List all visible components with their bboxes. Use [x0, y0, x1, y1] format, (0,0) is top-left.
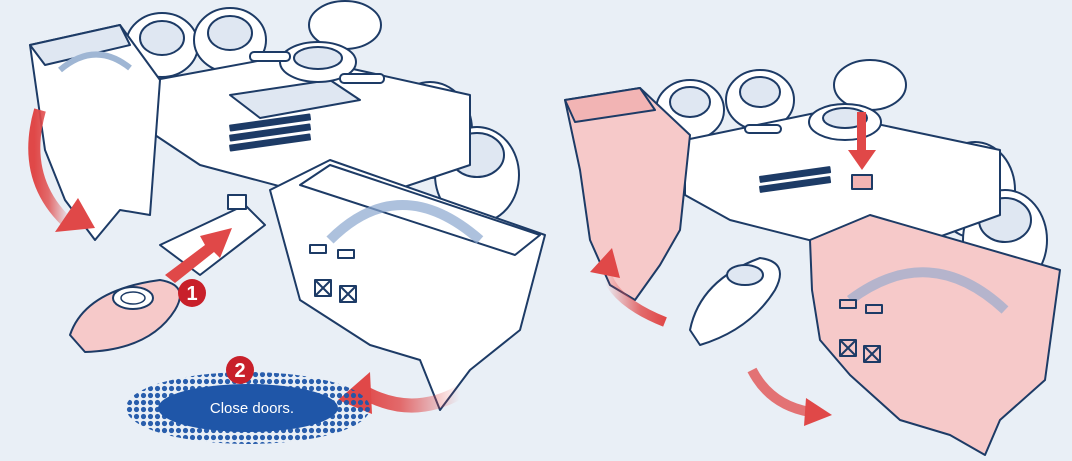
step-2-caption: Close doors. 2 [126, 356, 370, 444]
small-ship-left [70, 280, 180, 352]
deck-button [852, 175, 872, 189]
curved-arrow-down-right-icon [752, 370, 810, 412]
caption-text: Close doors. [210, 400, 294, 417]
step-1-number: 1 [186, 283, 197, 305]
small-ship-right [690, 258, 780, 345]
step-1-badge: 1 [178, 279, 206, 307]
left-assembly [30, 1, 545, 410]
step-2-number: 2 [234, 360, 245, 382]
right-assembly [565, 60, 1060, 455]
